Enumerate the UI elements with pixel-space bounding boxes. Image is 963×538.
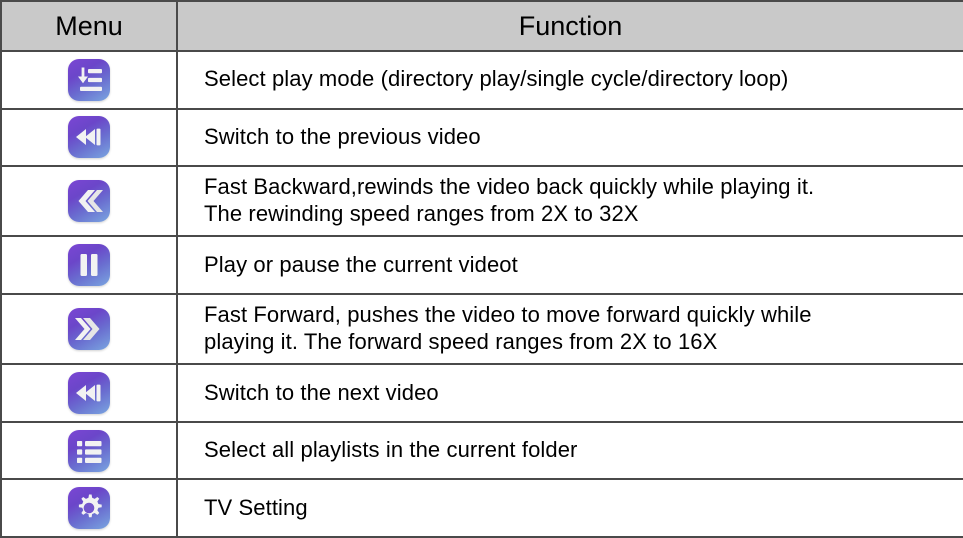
table-row: Select all playlists in the current fold…	[0, 420, 963, 481]
table-row: Fast Forward, pushes the video to move f…	[0, 292, 963, 366]
function-text-line: Play or pause the current videot	[204, 251, 518, 277]
menu-cell	[0, 165, 178, 238]
menu-cell	[0, 363, 178, 423]
function-cell: Fast Forward, pushes the video to move f…	[176, 292, 963, 366]
previous-video-icon[interactable]	[68, 116, 110, 159]
function-cell: TV Setting	[176, 478, 963, 538]
function-text-line: Select play mode (directory play/single …	[204, 66, 789, 92]
table-row: Switch to the previous video	[0, 107, 963, 168]
function-cell: Switch to the previous video	[176, 107, 963, 168]
table-body: Select play mode (directory play/single …	[0, 50, 963, 538]
function-text-line: TV Setting	[204, 494, 308, 520]
play-pause-icon[interactable]	[68, 244, 110, 287]
menu-cell	[0, 292, 178, 366]
menu-cell	[0, 235, 178, 295]
function-cell: Switch to the next video	[176, 363, 963, 423]
table-row: Switch to the next video	[0, 363, 963, 423]
function-text-line: Select all playlists in the current fold…	[204, 437, 578, 463]
play-mode-icon[interactable]	[68, 58, 110, 101]
menu-cell	[0, 478, 178, 538]
header-cell-function: Function	[176, 0, 963, 52]
table-row: Fast Backward,rewinds the video back qui…	[0, 165, 963, 238]
tv-setting-gear-icon[interactable]	[68, 487, 110, 530]
function-cell: Fast Backward,rewinds the video back qui…	[176, 165, 963, 238]
function-text-line: Fast Backward,rewinds the video back qui…	[204, 174, 815, 200]
function-cell: Select play mode (directory play/single …	[176, 50, 963, 110]
menu-cell	[0, 107, 178, 168]
function-cell: Play or pause the current videot	[176, 235, 963, 295]
header-row: Menu Function	[0, 0, 963, 52]
menu-cell	[0, 50, 178, 110]
function-text-line: Switch to the previous video	[204, 123, 481, 149]
fast-forward-icon[interactable]	[68, 308, 110, 351]
function-text-line: The rewinding speed ranges from 2X to 32…	[204, 201, 639, 227]
next-video-icon[interactable]	[68, 372, 110, 415]
function-text-line: Switch to the next video	[204, 379, 439, 405]
table-row: Select play mode (directory play/single …	[0, 50, 963, 110]
function-text-line: Fast Forward, pushes the video to move f…	[204, 302, 812, 328]
function-text-line: playing it. The forward speed ranges fro…	[204, 329, 718, 355]
table-row: TV Setting	[0, 478, 963, 538]
fast-backward-icon[interactable]	[68, 180, 110, 223]
header-cell-menu: Menu	[0, 0, 178, 52]
menu-cell	[0, 420, 178, 481]
table-row: Play or pause the current videot	[0, 235, 963, 295]
table-header: Menu Function	[0, 0, 963, 52]
playlist-icon[interactable]	[68, 429, 110, 472]
function-cell: Select all playlists in the current fold…	[176, 420, 963, 481]
